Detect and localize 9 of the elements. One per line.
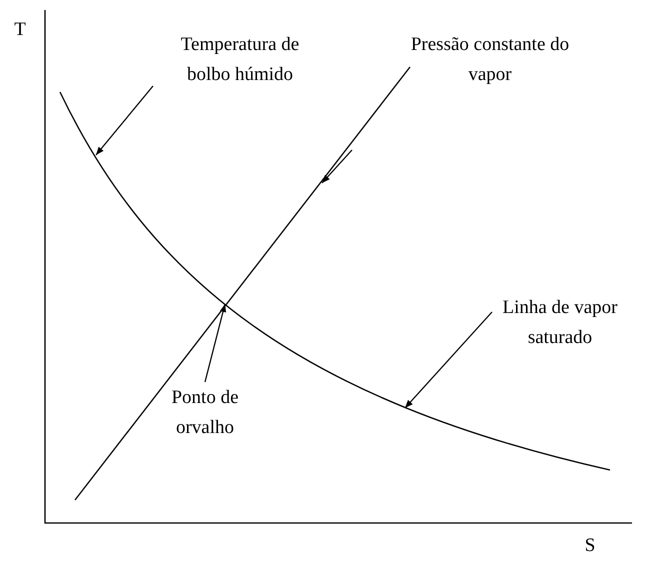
- axis-label: T: [13, 18, 27, 42]
- annotation-text: Pressão constante do vapor: [410, 33, 570, 87]
- callout-label: Linha de vapor saturado: [480, 293, 640, 353]
- leader-line: [404, 312, 492, 408]
- leader-line: [96, 86, 154, 156]
- callout-label: Temperatura de bolbo húmido: [170, 30, 310, 90]
- axis-label: S: [584, 534, 596, 558]
- leader-line: [204, 304, 226, 382]
- callout-label: Ponto de orvalho: [150, 383, 260, 443]
